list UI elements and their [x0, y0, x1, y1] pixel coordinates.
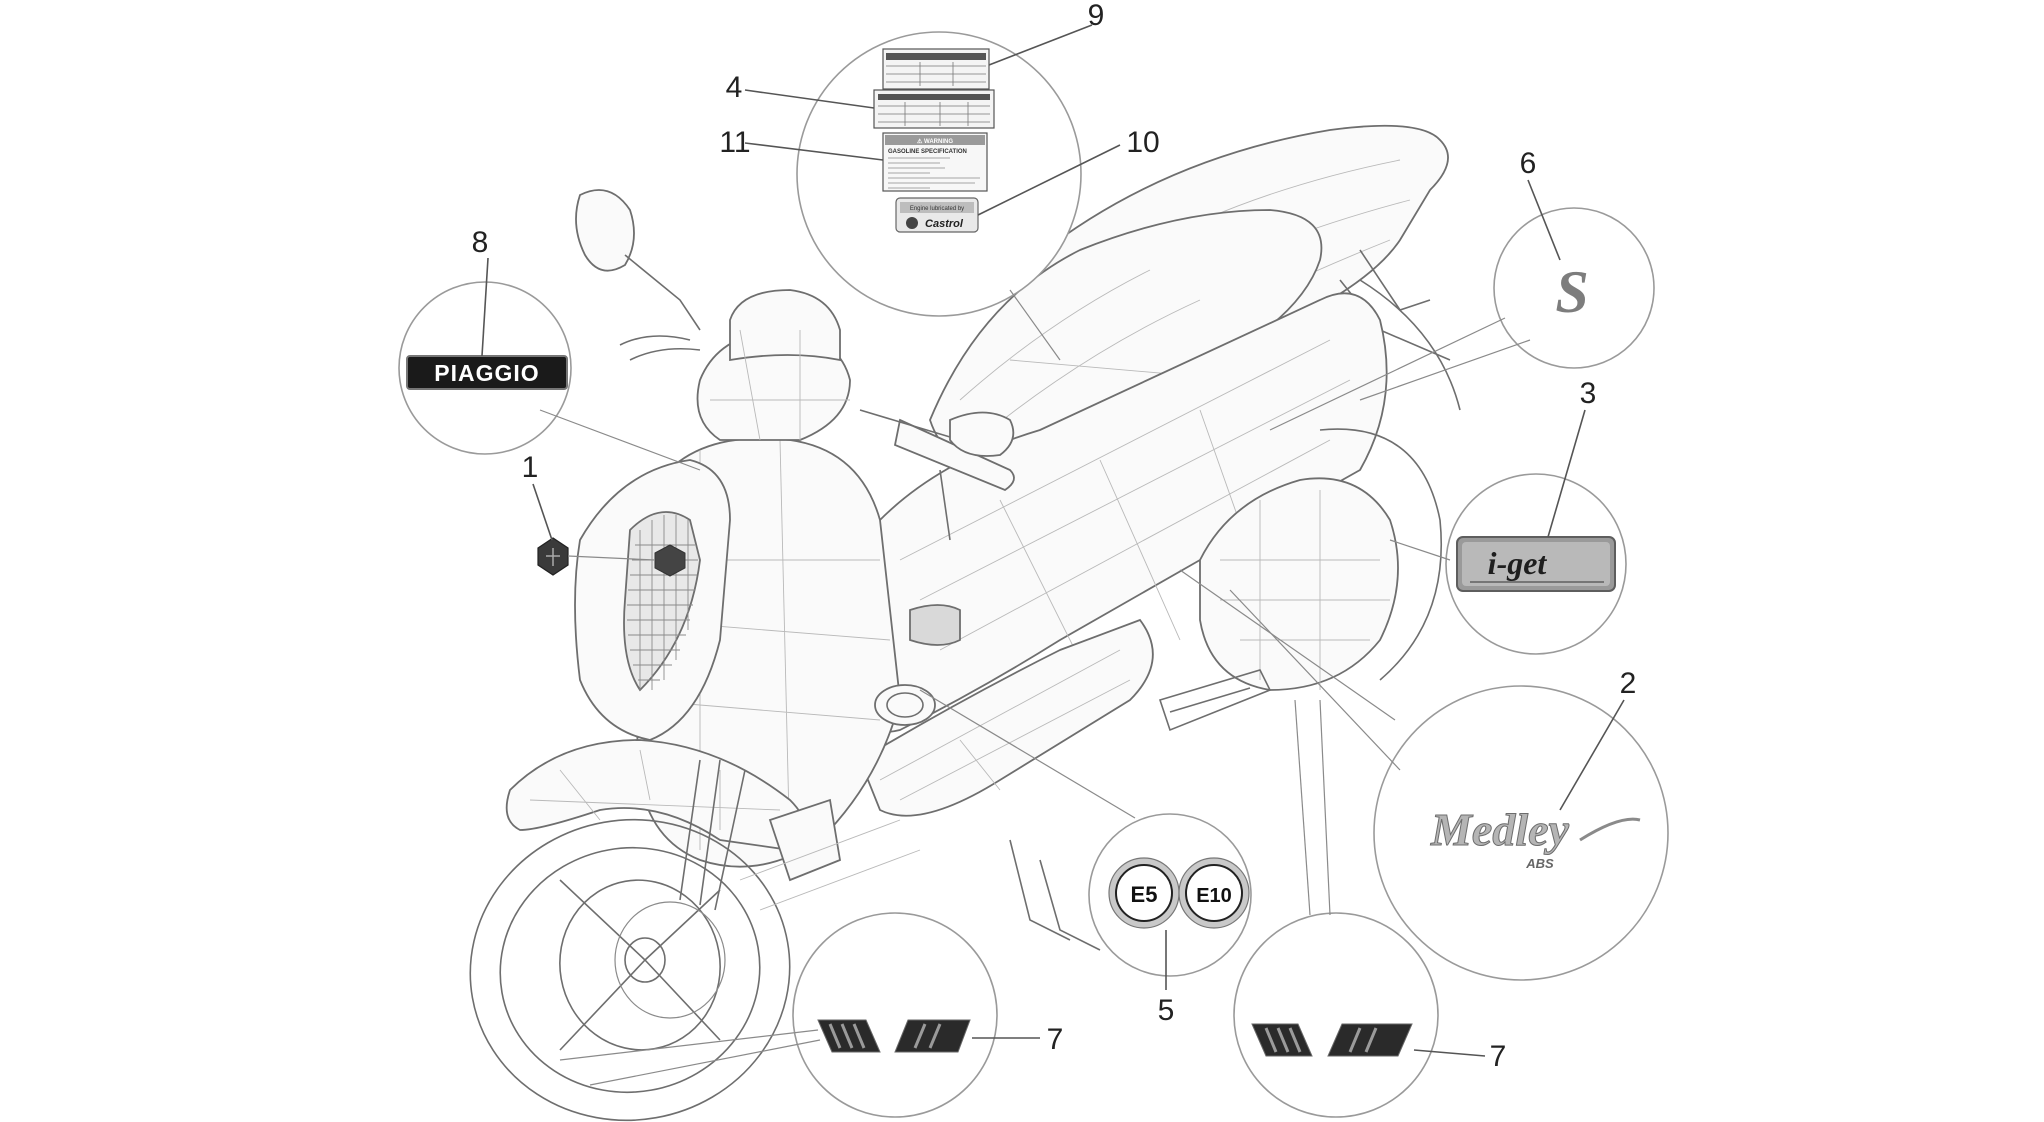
castrol-text: Castrol: [925, 218, 964, 230]
fuel-e5-badge: E5: [1108, 857, 1180, 929]
callout-2: 2: [1620, 667, 1637, 700]
s-badge-text: S: [1555, 259, 1588, 325]
iget-bubble: i-get: [1445, 473, 1627, 655]
stripe-bubble-left: [792, 912, 998, 1118]
medley-script-text: Medley: [1430, 804, 1570, 855]
fuel-bubble: E5 E10: [1088, 813, 1252, 977]
callout-numbers: 1 2 3 4 5 6 7 7 8 9 10 11: [472, 0, 1637, 1073]
fuel-e5-text: E5: [1131, 882, 1158, 907]
piaggio-bubble: PIAGGIO: [398, 281, 572, 455]
stripe-decal-right: [1251, 1023, 1413, 1057]
callout-3: 3: [1580, 377, 1597, 410]
callout-1: 1: [522, 451, 539, 484]
callout-4: 4: [726, 71, 743, 104]
engine-lubricated-text: Engine lubricated by: [910, 206, 964, 212]
labels-bubble: ⚠ WARNING GASOLINE SPECIFICATION Engine …: [796, 31, 1082, 317]
castrol-label-10: Engine lubricated by Castrol: [895, 197, 979, 233]
medley-abs-text: ABS: [1525, 856, 1554, 871]
spec-label-4: [873, 89, 995, 129]
callout-7-left: 7: [1047, 1023, 1064, 1056]
iget-badge-text: i-get: [1488, 545, 1548, 581]
callout-8: 8: [472, 226, 489, 259]
leader-lines: [481, 24, 1625, 1086]
warning-gasoline-label-11: ⚠ WARNING GASOLINE SPECIFICATION: [882, 132, 988, 192]
fuel-e10-badge: E10: [1178, 857, 1250, 929]
callout-11: 11: [719, 126, 750, 159]
s-badge-bubble: S: [1493, 207, 1655, 369]
warning-title: ⚠ WARNING: [917, 138, 953, 145]
fuel-e10-text: E10: [1196, 885, 1232, 907]
medley-bubble: Medley ABS: [1373, 685, 1669, 981]
callout-7-right: 7: [1490, 1040, 1507, 1073]
emblem-part-1: [537, 537, 569, 576]
tire-pressure-label-9: [882, 48, 990, 90]
callout-10: 10: [1126, 126, 1159, 159]
callout-9: 9: [1088, 0, 1105, 32]
callout-6: 6: [1520, 147, 1537, 180]
callout-5: 5: [1158, 994, 1175, 1027]
stripe-bubble-right: [1233, 912, 1439, 1118]
piaggio-plate-text: PIAGGIO: [434, 360, 539, 386]
gasoline-spec-title: GASOLINE SPECIFICATION: [888, 149, 967, 155]
piaggio-shield-emblem-on-scooter: [654, 544, 686, 577]
stripe-decal-left: [817, 1019, 971, 1053]
scooter-drawing: [469, 124, 1461, 1122]
